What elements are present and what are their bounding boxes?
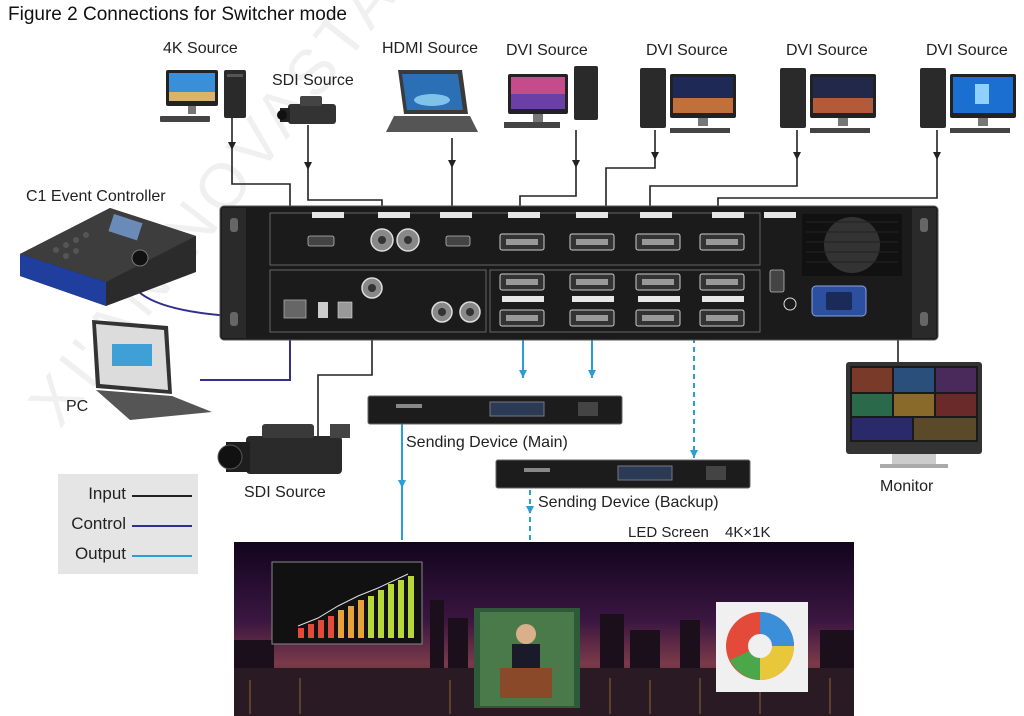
hdmi-laptop <box>386 70 478 132</box>
source-4k-computer <box>160 70 246 122</box>
legend-control-swatch <box>132 525 192 527</box>
cable-arrows <box>228 142 941 338</box>
legend: Input Control Output <box>58 474 198 574</box>
label-monitor: Monitor <box>880 478 934 495</box>
label-c1-event-controller: C1 Event Controller <box>26 188 166 205</box>
dvi-source-computer-1 <box>504 66 598 128</box>
dvi-source-computer-4 <box>920 68 1016 133</box>
sdi-camera-bottom <box>217 424 350 474</box>
label-hdmi-source: HDMI Source <box>382 40 479 57</box>
sdi-camera-top <box>277 96 336 124</box>
legend-row-output: Output <box>58 540 198 568</box>
sending-device-main <box>367 395 623 425</box>
led-screen-caption: LED Screen 4K×1K <box>628 524 771 541</box>
label-dvi-source-4: DVI Source <box>926 42 1008 59</box>
sending-device-backup <box>495 459 751 489</box>
c1-event-controller <box>20 208 196 306</box>
led-screen <box>234 542 854 716</box>
figure-title: Figure 2 Connections for Switcher mode <box>8 4 347 25</box>
label-4k-source: 4K Source <box>163 40 238 57</box>
label-dvi-source-3: DVI Source <box>786 42 868 59</box>
label-sdi-source-bottom: SDI Source <box>244 484 326 501</box>
legend-input-label: Input <box>88 484 126 503</box>
output-arrows <box>398 370 698 514</box>
label-dvi-source-1: DVI Source <box>506 42 588 59</box>
label-pc: PC <box>66 398 89 415</box>
label-sending-device-main: Sending Device (Main) <box>406 434 568 451</box>
legend-output-label: Output <box>74 544 126 563</box>
label-led-resolution: 4K×1K <box>725 524 771 541</box>
legend-row-control: Control <box>58 510 198 538</box>
label-sending-device-backup: Sending Device (Backup) <box>538 494 719 511</box>
legend-row-input: Input <box>58 480 198 508</box>
label-led-screen: LED Screen <box>628 524 709 541</box>
dvi-source-computer-2 <box>640 68 736 133</box>
legend-input-swatch <box>132 495 192 497</box>
pc-laptop <box>92 320 212 420</box>
switcher-chassis <box>219 205 939 341</box>
output-monitor <box>846 362 982 468</box>
label-sdi-source-top: SDI Source <box>272 72 354 89</box>
dvi-source-computer-3 <box>780 68 876 133</box>
legend-control-label: Control <box>71 514 126 533</box>
label-dvi-source-2: DVI Source <box>646 42 728 59</box>
legend-output-swatch <box>132 555 192 557</box>
